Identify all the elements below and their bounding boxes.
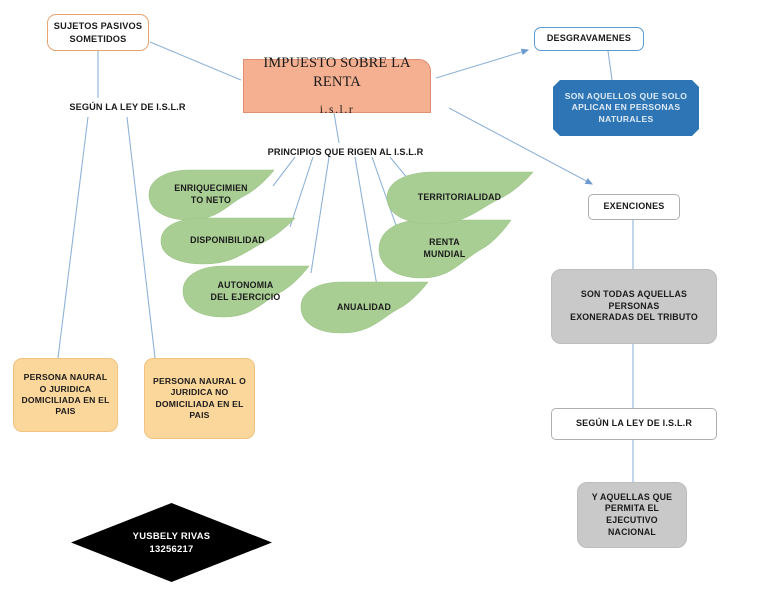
node-principio-enriquecimiento-neto[interactable]: ENRIQUECIMIEN TO NETO (148, 168, 274, 222)
link-segunley-to-domiciliada (57, 116, 89, 359)
node-principio-disponibilidad[interactable]: DISPONIBILIDAD (160, 216, 295, 266)
node-principio-disponibilidad-label: DISPONIBILIDAD (190, 235, 265, 246)
node-sujetos-pasivos-label: SUJETOS PASIVOS SOMETIDOS (53, 21, 143, 44)
node-exenciones[interactable]: EXENCIONES (588, 194, 680, 220)
node-segun-ley-izquierda-label: SEGÚN LA LEY DE I.S.L.R (69, 101, 186, 112)
node-segun-ley-izquierda: SEGÚN LA LEY DE I.S.L.R (60, 99, 195, 115)
node-impuesto-subtitle: i.s.l.r (319, 104, 355, 117)
link-principios-to-anualidad (354, 156, 378, 287)
node-principio-autonomia-del-ejercicio-label: AUTONOMIA DEL EJERCICIO (210, 279, 281, 302)
link-segunley-to-no-domiciliada (126, 116, 156, 359)
node-desgravamenes-detalle-label: SON AQUELLOS QUE SOLO APLICAN EN PERSONA… (564, 90, 688, 124)
node-principio-anualidad-label: ANUALIDAD (336, 301, 392, 312)
node-ejecutivo-nacional[interactable]: Y AQUELLAS QUE PERMITA EL EJECUTIVO NACI… (577, 482, 687, 548)
node-ejecutivo-nacional-label: Y AQUELLAS QUE PERMITA EL EJECUTIVO NACI… (591, 491, 673, 537)
node-principio-anualidad[interactable]: ANUALIDAD (300, 280, 428, 335)
node-principio-autonomia-del-ejercicio[interactable]: AUTONOMIA DEL EJERCICIO (182, 264, 309, 319)
node-persona-no-domiciliada[interactable]: PERSONA NAURAL O JURIDICA NO DOMICILIADA… (144, 358, 255, 439)
node-principios: PRINCIPIOS QUE RIGEN AL I.S.L.R (258, 145, 433, 159)
link-principios-to-autonomia (310, 156, 330, 274)
node-desgravamenes[interactable]: DESGRAVAMENES (534, 27, 644, 51)
node-segun-ley-derecha[interactable]: SEGÚN LA LEY DE I.S.L.R (551, 408, 717, 440)
node-principio-territorialidad-label: TERRITORIALIDAD (417, 192, 502, 203)
node-persona-domiciliada[interactable]: PERSONA NAURAL O JURIDICA DOMICILIADA EN… (13, 358, 118, 432)
node-sujetos-pasivos[interactable]: SUJETOS PASIVOS SOMETIDOS (47, 14, 149, 51)
node-desgravamenes-label: DESGRAVAMENES (546, 33, 632, 44)
link-principios-to-enriquecimiento (272, 156, 296, 187)
node-autor-label: YUSBELY RIVAS 13256217 (132, 530, 211, 554)
node-principio-renta-mundial[interactable]: RENTA MUNDIAL (378, 218, 511, 280)
blob-shape (160, 217, 295, 265)
blob-shape (300, 281, 428, 334)
node-persona-no-domiciliada-label: PERSONA NAURAL O JURIDICA NO DOMICILIADA… (153, 375, 246, 420)
node-exenciones-detalle-label: SON TODAS AQUELLAS PERSONAS EXONERADAS D… (570, 289, 698, 323)
link-desgravamenes-to-detalle (607, 50, 613, 81)
node-principios-label: PRINCIPIOS QUE RIGEN AL I.S.L.R (267, 146, 424, 157)
node-principio-renta-mundial-label: RENTA MUNDIAL (423, 237, 466, 259)
link-sujetos-to-main (149, 41, 242, 81)
node-impuesto-sobre-la-renta[interactable]: IMPUESTO SOBRE LA RENTA i.s.l.r (243, 55, 431, 116)
link-main-to-desgravamenes (435, 48, 530, 79)
node-principio-enriquecimiento-neto-label: ENRIQUECIMIEN TO NETO (174, 183, 248, 205)
node-autor-diamond: YUSBELY RIVAS 13256217 (71, 503, 272, 582)
node-segun-ley-derecha-label: SEGÚN LA LEY DE I.S.L.R (575, 418, 693, 429)
blob-shape (182, 265, 309, 318)
node-principio-territorialidad[interactable]: TERRITORIALIDAD (386, 170, 533, 226)
node-impuesto-title: IMPUESTO SOBRE LA RENTA (263, 54, 411, 90)
blob-shape (378, 219, 511, 279)
node-persona-domiciliada-label: PERSONA NAURAL O JURIDICA DOMICILIADA EN… (21, 372, 110, 417)
node-desgravamenes-detalle[interactable]: SON AQUELLOS QUE SOLO APLICAN EN PERSONA… (553, 80, 699, 136)
blob-shape (386, 171, 533, 225)
node-exenciones-label: EXENCIONES (603, 201, 665, 212)
node-exenciones-detalle[interactable]: SON TODAS AQUELLAS PERSONAS EXONERADAS D… (551, 269, 717, 344)
